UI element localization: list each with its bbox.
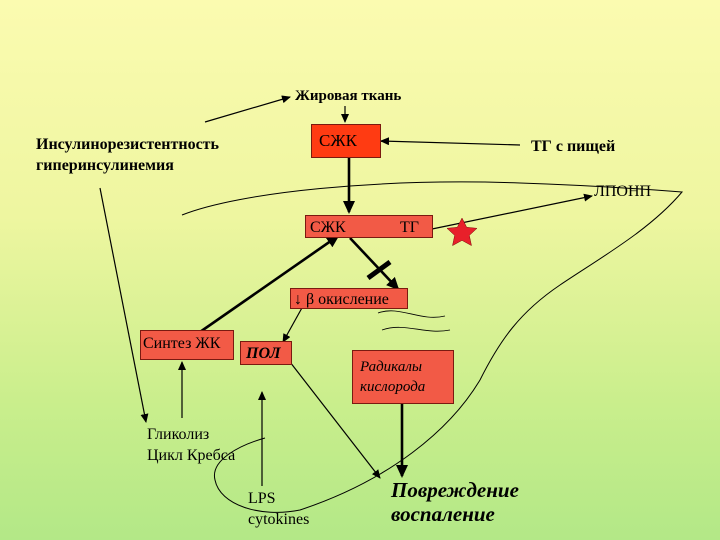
- arrow-tgfood-to-ffa: [380, 137, 521, 146]
- fa-synthesis-label: Синтез ЖК: [143, 335, 221, 352]
- lpo-box: [240, 341, 292, 365]
- arrow-insulin-to-adipose: [204, 95, 291, 123]
- vldl-label: ЛПОНП: [594, 183, 652, 200]
- cytokines-label: cytokines: [248, 511, 310, 528]
- beta-oxidation-box: [290, 288, 408, 309]
- tg-liver-label: ТГ: [400, 219, 420, 236]
- beta-oxidation-label: ↓ β окисление: [294, 291, 389, 308]
- ffa-tg-liver-box: [305, 215, 433, 238]
- damage-label: Повреждение: [391, 478, 519, 502]
- arrow-insulin-to-glycolysis: [99, 187, 149, 423]
- arrow-betaox-to-lpo: [282, 305, 304, 343]
- ros-box: [352, 350, 454, 404]
- liver-inner-lobe: [377, 310, 451, 332]
- insulin-resistance-label: Инсулинорезистентность: [36, 136, 219, 153]
- lpo-label: ПОЛ: [246, 345, 281, 362]
- arrow-lpo-to-damage: [289, 361, 381, 479]
- glycolysis-label: Гликолиз: [147, 426, 210, 443]
- adipose-tissue-label: Жировая ткань: [295, 88, 402, 104]
- hyperinsulinemia-label: гиперинсулинемия: [36, 157, 174, 174]
- lps-label: LPS: [248, 490, 276, 507]
- arrow-tg-to-vldl: [431, 193, 593, 230]
- krebs-cycle-label: Цикл Кребса: [147, 447, 236, 464]
- fa-synthesis-box: [140, 330, 234, 360]
- ros-label-line2: кислорода: [360, 379, 426, 395]
- block-bar-betaox: [366, 259, 392, 281]
- inflammation-label: воспаление: [391, 502, 495, 526]
- tg-food-label: ТГ с пищей: [531, 138, 616, 155]
- ffa-top-label: СЖК: [319, 131, 357, 150]
- ffa-box-top: [311, 124, 381, 158]
- block-star-icon: [446, 217, 478, 247]
- ros-label-line1: Радикалы: [360, 359, 423, 375]
- ffa-liver-label: СЖК: [310, 219, 346, 236]
- liver-outline: [181, 181, 684, 513]
- arrow-synthesis-to-ffa: [199, 234, 340, 334]
- arrow-ffa-to-betaox: [349, 237, 400, 291]
